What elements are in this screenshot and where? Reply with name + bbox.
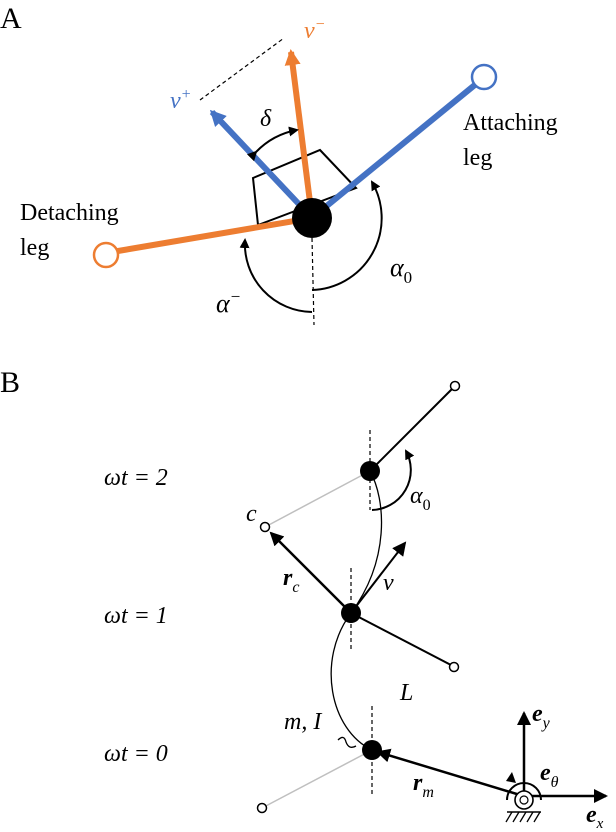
panel-b-label: B [0, 366, 20, 399]
attaching-leg [310, 81, 478, 221]
time-label-1: ωt = 1 [104, 603, 168, 629]
ghost-leg [261, 749, 373, 809]
alpha-0-label-b: α0 [410, 483, 431, 514]
robot-center [292, 198, 332, 238]
e-x-label: ex [586, 802, 604, 832]
r-m-label: rm [413, 770, 434, 801]
e-theta-arc [506, 782, 542, 801]
detaching-leg-label-2: leg [20, 235, 49, 261]
panel-a-label: A [0, 2, 22, 35]
delta-label: δ [260, 106, 272, 132]
e-theta-label: eθ [540, 760, 559, 791]
body-t0 [362, 740, 382, 760]
detaching-leg-label-1: Detaching [20, 200, 119, 226]
r-m-arrow [376, 748, 521, 797]
time-label-0: ωt = 0 [104, 741, 168, 767]
leg-t2 [369, 388, 453, 472]
alpha-0-label-a: α0 [390, 253, 412, 287]
v-label: v [383, 570, 394, 596]
foot-t2 [449, 380, 461, 392]
detaching-leg [111, 215, 313, 255]
e-theta-arrowhead [506, 772, 516, 783]
attaching-leg-foot [470, 63, 498, 91]
v-minus-arrow [284, 49, 315, 219]
leg-t1 [350, 612, 452, 666]
v-minus-label: v− [304, 16, 325, 44]
r-c-label: rc [283, 565, 299, 596]
body-t2 [360, 461, 380, 481]
pivot-joint-inner [519, 795, 529, 805]
m-I-label: m, I [284, 709, 322, 735]
pivot-joint [514, 790, 534, 810]
trajectory-curve [350, 470, 383, 614]
e-y-label: ey [532, 701, 551, 732]
alpha-0-arc-b [371, 449, 415, 511]
ground-hatch [505, 811, 541, 823]
delta-arc [246, 126, 299, 162]
detaching-leg-foot [92, 241, 120, 269]
c-label: c [246, 501, 257, 527]
v-arrow [350, 541, 407, 614]
trajectory-curve [330, 612, 373, 751]
foot-t1 [448, 661, 460, 673]
dashed-vertical-line [311, 237, 315, 326]
alpha-minus-arc [239, 238, 313, 313]
dashed-construction-line [199, 37, 285, 101]
foot-c [259, 521, 271, 533]
body-t1 [341, 603, 361, 623]
alpha-0-arc-a [311, 180, 383, 291]
foot-t0 [256, 802, 268, 814]
panel-a: A Detaching leg Attaching leg v+ v− δ [0, 2, 558, 326]
ghost-leg [264, 470, 371, 528]
mass-pointer [337, 736, 357, 748]
alpha-minus-label: α− [216, 287, 241, 318]
v-plus-label: v+ [170, 86, 191, 114]
r-c-arrow [269, 531, 352, 614]
attaching-leg-label-1: Attaching [463, 110, 558, 136]
time-label-2: ωt = 2 [104, 465, 168, 491]
panel-b: B [0, 366, 608, 832]
v-plus-arrow [209, 109, 315, 221]
L-label: L [399, 680, 413, 706]
attaching-leg-label-2: leg [463, 145, 492, 171]
